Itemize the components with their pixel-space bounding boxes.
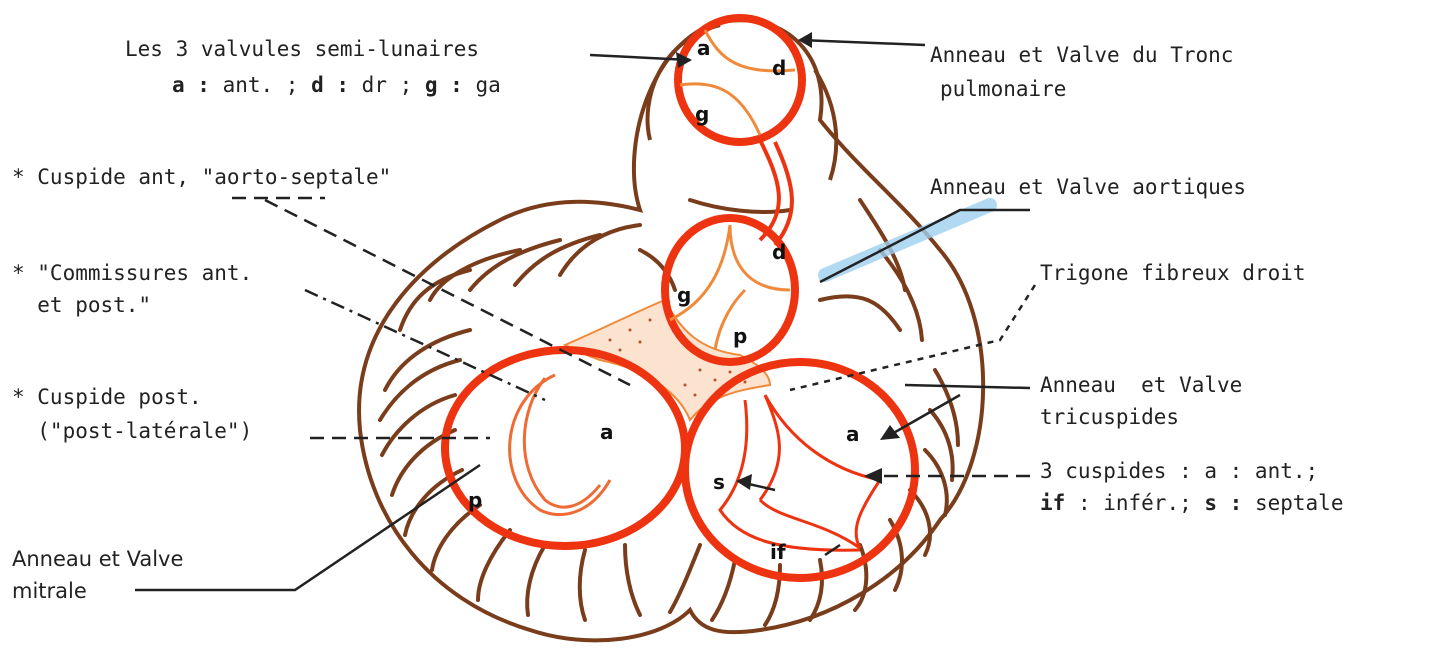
aortic-cusp-p: p xyxy=(733,324,747,348)
leader-semilunar xyxy=(590,55,690,60)
three-cusps-label-line2: if : infér.; s : septale xyxy=(1040,488,1343,518)
three-cusps-end: septale xyxy=(1242,491,1343,515)
leader-commissures xyxy=(305,290,545,400)
pulmonary-cusp-g: g xyxy=(695,102,709,126)
pulmonary-cusp-d: d xyxy=(772,56,786,80)
semilunar-g-key: g : xyxy=(425,73,463,97)
pulmonary-cusp-a: a xyxy=(697,36,711,60)
three-cusps-label-line1: 3 cuspides : a : ant.; xyxy=(1040,456,1318,486)
three-cusps-mid: : infér.; xyxy=(1065,491,1204,515)
mitral-label-line2: mitrale xyxy=(12,576,87,606)
leader-cusp-ant xyxy=(232,198,630,385)
tricuspid-cusp-if: if xyxy=(770,540,786,564)
mitral-posterior-cusp xyxy=(524,378,600,507)
mitral-ring xyxy=(445,350,685,546)
cusp-ant-label: * Cuspide ant, "aorto-septale" xyxy=(12,162,391,192)
pulmonary-label-line1: Anneau et Valve du Tronc xyxy=(930,40,1233,70)
pulmonary-label-line2: pulmonaire xyxy=(940,74,1066,104)
semilunar-label-line1: Les 3 valvules semi-lunaires xyxy=(125,34,479,64)
three-cusps-s-key: s : xyxy=(1204,491,1242,515)
leader-pulmonary xyxy=(800,40,925,45)
tricuspid-cusp-a: a xyxy=(846,422,860,446)
semilunar-a-text: ant. ; xyxy=(210,73,311,97)
tricuspid-cusp-s: s xyxy=(713,470,725,494)
trigone-label: Trigone fibreux droit xyxy=(1040,258,1306,288)
cusp-post-label-line1: * Cuspide post. xyxy=(12,382,202,412)
mitral-cusp-a: a xyxy=(600,420,614,444)
tricuspid-label-line1: Anneau et Valve xyxy=(1040,370,1242,400)
semilunar-d-key: d : xyxy=(311,73,349,97)
aortic-cusp-d: d xyxy=(772,240,786,264)
commissures-label-line2: et post." xyxy=(12,290,151,320)
tricuspid-cusp-lines xyxy=(720,395,880,550)
mitral-cusp-p: p xyxy=(468,488,482,512)
tricuspid-label-line2: tricuspides xyxy=(1040,402,1179,432)
commissures-label-line1: * "Commissures ant. xyxy=(12,258,252,288)
aortic-cusp-g: g xyxy=(677,283,691,307)
semilunar-g-text: ga xyxy=(463,73,501,97)
semilunar-a-key: a : xyxy=(172,73,210,97)
aortic-label: Anneau et Valve aortiques xyxy=(930,172,1246,202)
semilunar-label-line2: a : ant. ; d : dr ; g : ga xyxy=(172,70,501,100)
leader-tricuspid xyxy=(905,385,1030,388)
three-cusps-if-key: if xyxy=(1040,491,1065,515)
mitral-label-line1: Anneau et Valve xyxy=(12,544,183,574)
cusp-post-label-line2: ("post-latérale") xyxy=(12,416,252,446)
semilunar-d-text: dr ; xyxy=(349,73,425,97)
